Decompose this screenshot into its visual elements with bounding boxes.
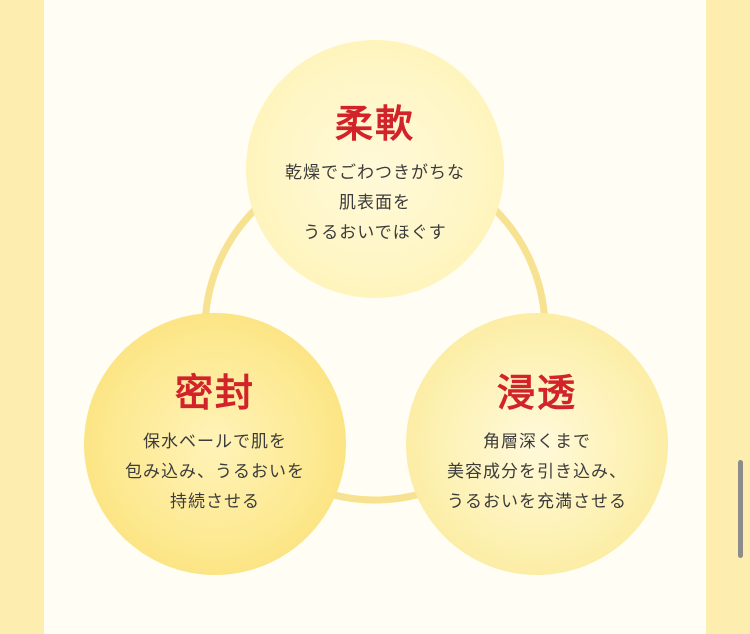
feature-description-line: 包み込み、うるおいを	[125, 462, 305, 482]
feature-description-line: 保水ベールで肌を	[143, 432, 287, 452]
feature-circle-penetration: 浸透 角層深くまで 美容成分を引き込み、 うるおいを充満させる	[406, 313, 668, 575]
feature-description-line: 持続させる	[170, 492, 260, 512]
feature-circle-sealing: 密封 保水ベールで肌を 包み込み、うるおいを 持続させる	[84, 313, 346, 575]
scrollbar-thumb[interactable]	[738, 460, 743, 558]
feature-description-line: 角層深くまで	[483, 432, 591, 452]
feature-description-softening: 乾燥でごわつきがちな 肌表面を うるおいでほぐす	[285, 158, 465, 248]
left-margin-band	[0, 0, 44, 634]
feature-title-softening: 柔軟	[334, 102, 415, 146]
feature-description-penetration: 角層深くまで 美容成分を引き込み、 うるおいを充満させる	[447, 427, 627, 517]
feature-description-sealing: 保水ベールで肌を 包み込み、うるおいを 持続させる	[125, 427, 305, 517]
feature-circle-softening: 柔軟 乾燥でごわつきがちな 肌表面を うるおいでほぐす	[246, 40, 504, 298]
feature-description-line: 美容成分を引き込み、	[447, 462, 627, 482]
feature-description-line: 乾燥でごわつきがちな	[285, 163, 465, 183]
feature-title-sealing: 密封	[174, 371, 255, 415]
feature-description-line: うるおいを充満させる	[447, 492, 627, 512]
feature-description-line: うるおいでほぐす	[303, 223, 447, 243]
feature-description-line: 肌表面を	[339, 193, 411, 213]
feature-title-penetration: 浸透	[496, 371, 577, 415]
